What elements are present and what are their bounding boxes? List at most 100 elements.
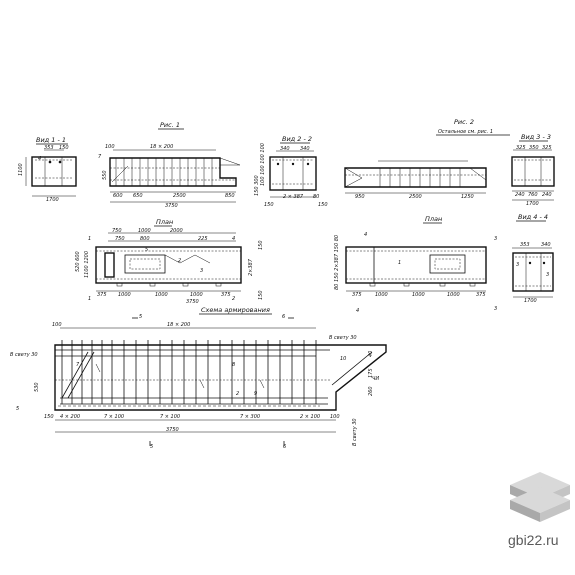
dim-2500-b: 2500 <box>409 194 422 200</box>
dim-18x200-s: 18 × 200 <box>167 322 190 328</box>
svg-text:10: 10 <box>340 356 346 362</box>
fig-2: Рис. 2 Остальное см. рис. 1 950 2500 125… <box>344 118 510 200</box>
gbi-logo-icon <box>510 472 570 522</box>
dim-350: 350 <box>529 145 539 151</box>
dim-800: 800 <box>140 236 150 242</box>
svg-text:3: 3 <box>494 236 497 242</box>
svg-text:6: 6 <box>283 444 286 450</box>
svg-text:150 300: 150 300 <box>254 175 260 196</box>
svg-text:150: 150 <box>44 414 54 420</box>
dim-1000-g: 1000 <box>447 292 460 298</box>
svg-text:80 150 2×387 150 80: 80 150 2×387 150 80 <box>334 235 340 290</box>
dim-375-a: 375 <box>97 292 107 298</box>
plan-2-title: План <box>425 215 442 223</box>
dim-7x100-a: 7 × 100 <box>104 414 124 420</box>
svg-text:ЧИ: ЧИ <box>372 376 379 382</box>
svg-text:1: 1 <box>88 296 91 302</box>
dim-600: 600 <box>113 193 123 199</box>
svg-text:100: 100 <box>330 414 340 420</box>
label-5-left: 5 <box>16 406 19 412</box>
dim-1700-w: 1700 <box>524 298 537 304</box>
svg-text:3: 3 <box>494 306 497 312</box>
dim-225: 225 <box>198 236 208 242</box>
dim-1700-b: 1700 <box>526 201 539 207</box>
svg-text:520 600: 520 600 <box>75 251 81 272</box>
dim-150-b: 150 <box>264 202 274 208</box>
dim-375-c: 375 <box>352 292 362 298</box>
svg-text:760: 760 <box>528 192 538 198</box>
dim-150-c: 150 <box>318 202 328 208</box>
svg-text:4: 4 <box>232 236 235 242</box>
svg-text:150: 150 <box>258 240 264 250</box>
label-7: 7 <box>98 154 102 160</box>
view-2-2-title: Вид 2 - 2 <box>282 135 312 143</box>
view-1-1-title: Вид 1 - 1 <box>36 136 66 144</box>
dim-325-b: 325 <box>542 145 552 151</box>
svg-text:8: 8 <box>232 362 235 368</box>
plan-2: План 1 80 150 2×387 150 80 375 1000 1000… <box>334 215 497 314</box>
height-40: 40 <box>368 351 374 357</box>
dim-1000-a: 1000 <box>138 228 151 234</box>
dim-1250: 1250 <box>461 194 474 200</box>
dim-1000-d: 1000 <box>190 292 203 298</box>
svg-text:150: 150 <box>258 290 264 300</box>
dim-1000-f: 1000 <box>412 292 425 298</box>
height-260: 260 <box>368 386 374 396</box>
reinforcement-scheme: Схема армирования 100 18 × 200 5 6 В све… <box>10 306 387 450</box>
svg-text:100: 100 <box>105 144 115 150</box>
svg-text:3: 3 <box>516 262 519 268</box>
svg-text:2×387: 2×387 <box>248 258 254 276</box>
view-2-2: Вид 2 - 2 340 340 100 100 100 100 150 30… <box>254 135 328 208</box>
dim-2x100: 2 × 100 <box>300 414 320 420</box>
svg-text:3: 3 <box>546 272 549 278</box>
dim-1700: 1700 <box>46 197 59 203</box>
dim-7x300: 7 × 300 <box>240 414 260 420</box>
dim-353-w: 353 <box>520 242 530 248</box>
dim-1000-e: 1000 <box>375 292 388 298</box>
dim-340-b: 340 <box>300 146 310 152</box>
dim-1000-b: 1000 <box>118 292 131 298</box>
dim-850: 850 <box>225 193 235 199</box>
svg-text:240: 240 <box>515 192 525 198</box>
svg-text:1: 1 <box>88 236 91 242</box>
dim-750-a: 750 <box>112 228 122 234</box>
dim-18x200: 18 × 200 <box>150 144 173 150</box>
svg-text:9: 9 <box>254 391 257 397</box>
svg-text:1: 1 <box>398 260 401 266</box>
dim-950: 950 <box>355 194 365 200</box>
height-175: 175 <box>368 368 374 378</box>
svg-text:100 100 100 100: 100 100 100 100 <box>260 143 266 186</box>
svg-text:2: 2 <box>178 258 181 264</box>
dim-650: 650 <box>133 193 143 199</box>
dim-1000-c: 1000 <box>155 292 168 298</box>
dim-1100: 1100 <box>18 163 24 176</box>
dim-4x200: 4 × 200 <box>60 414 80 420</box>
sv30-c: В свету 30 <box>352 418 358 446</box>
dim-2000: 2000 <box>170 228 183 234</box>
fig-1-elevation: Рис. 1 18 × 200 7 100 550 600 650 2500 8… <box>98 121 241 209</box>
height-530: 530 <box>34 382 40 392</box>
svg-text:2: 2 <box>232 296 235 302</box>
svg-text:2: 2 <box>236 391 239 397</box>
view-1-1: Вид 1 - 1 4 353 150 1100 1700 <box>18 136 77 203</box>
dim-3750-plan: 3750 <box>186 299 199 305</box>
svg-text:80: 80 <box>313 194 319 200</box>
svg-text:5: 5 <box>139 314 142 320</box>
view-4-4: Вид 4 - 4 353 340 33 1700 <box>512 213 554 304</box>
svg-text:5: 5 <box>145 247 148 253</box>
fig-1-title: Рис. 1 <box>160 121 180 129</box>
svg-text:4: 4 <box>38 156 41 162</box>
dim-2500: 2500 <box>173 193 186 199</box>
watermark-text: gbi22.ru <box>508 532 559 548</box>
dim-353: 353 <box>44 145 54 151</box>
dim-3750: 3750 <box>165 203 178 209</box>
dim-340-a: 340 <box>280 146 290 152</box>
svg-text:100: 100 <box>52 322 62 328</box>
svg-text:4: 4 <box>364 232 367 238</box>
dim-3750-s: 3750 <box>166 427 179 433</box>
svg-text:3: 3 <box>200 268 203 274</box>
dim-340-w: 340 <box>541 242 551 248</box>
svg-text:7: 7 <box>76 362 80 368</box>
